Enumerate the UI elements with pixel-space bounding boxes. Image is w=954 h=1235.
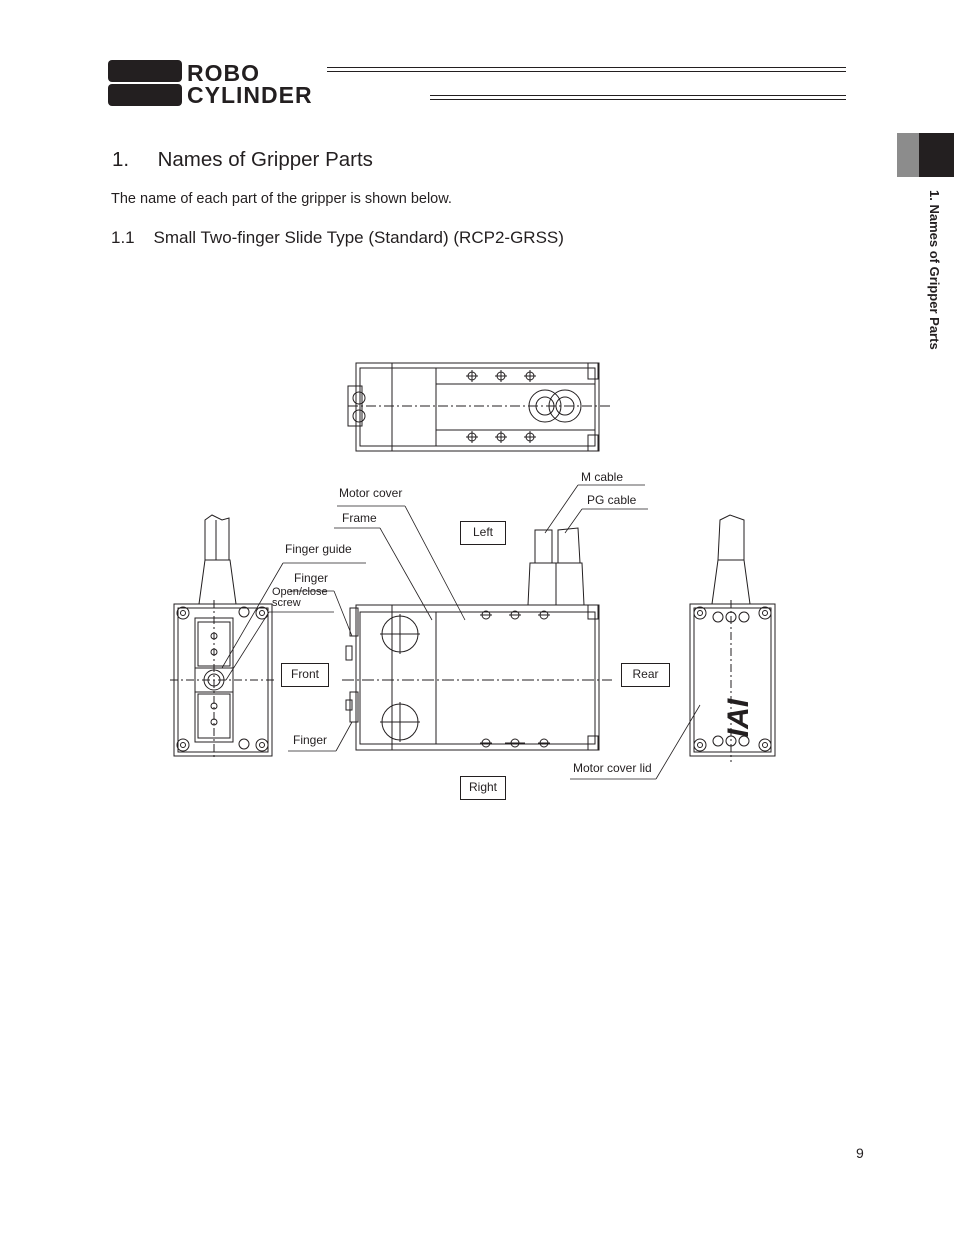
- front-view: [170, 514, 276, 760]
- label-finger-guide: Finger guide: [285, 542, 352, 556]
- subsection-number: 1.1: [111, 228, 135, 247]
- header-rule: [430, 95, 846, 96]
- section-title: Names of Gripper Parts: [157, 148, 373, 171]
- header-rule: [327, 71, 846, 72]
- header-rule: [327, 67, 846, 68]
- label-motor-cover-lid: Motor cover lid: [573, 761, 652, 775]
- subsection-title: Small Two-finger Slide Type (Standard) (…: [153, 228, 564, 247]
- iai-marking: IAI: [722, 698, 755, 737]
- label-open-close-line1: Open/close: [272, 586, 328, 598]
- label-finger-bottom: Finger: [293, 733, 328, 747]
- logo-graphic: ROBO CYLINDER: [108, 60, 313, 108]
- svg-text:CYLINDER: CYLINDER: [187, 82, 313, 108]
- section-number: 1.: [112, 148, 130, 171]
- top-view: [347, 362, 610, 452]
- side-view: [342, 527, 612, 751]
- label-open-close-screw: Open/close screw: [272, 587, 328, 609]
- label-open-close-line2: screw: [272, 597, 301, 609]
- svg-text:ROBO: ROBO: [187, 60, 260, 86]
- leader-lines: [221, 484, 701, 780]
- section-heading: 1. Names of Gripper Parts: [112, 148, 373, 172]
- subsection-heading: 1.1 Small Two-finger Slide Type (Standar…: [111, 228, 564, 248]
- label-motor-cover: Motor cover: [339, 486, 403, 500]
- rear-view: IAI: [689, 514, 776, 762]
- intro-text: The name of each part of the gripper is …: [111, 191, 452, 207]
- side-tab-marker: [897, 133, 919, 177]
- view-box-left: Left: [460, 521, 506, 545]
- view-box-front: Front: [281, 663, 329, 687]
- view-box-rear: Rear: [621, 663, 670, 687]
- label-pg-cable: PG cable: [587, 493, 637, 507]
- header-rule: [430, 99, 846, 100]
- view-box-right: Right: [460, 776, 506, 800]
- page-number: 9: [856, 1145, 864, 1161]
- label-m-cable: M cable: [581, 470, 624, 484]
- label-frame: Frame: [342, 511, 377, 525]
- label-finger-top: Finger: [294, 571, 329, 585]
- side-tab-label: 1. Names of Gripper Parts: [927, 190, 942, 350]
- side-tab-marker-dark: [919, 133, 954, 177]
